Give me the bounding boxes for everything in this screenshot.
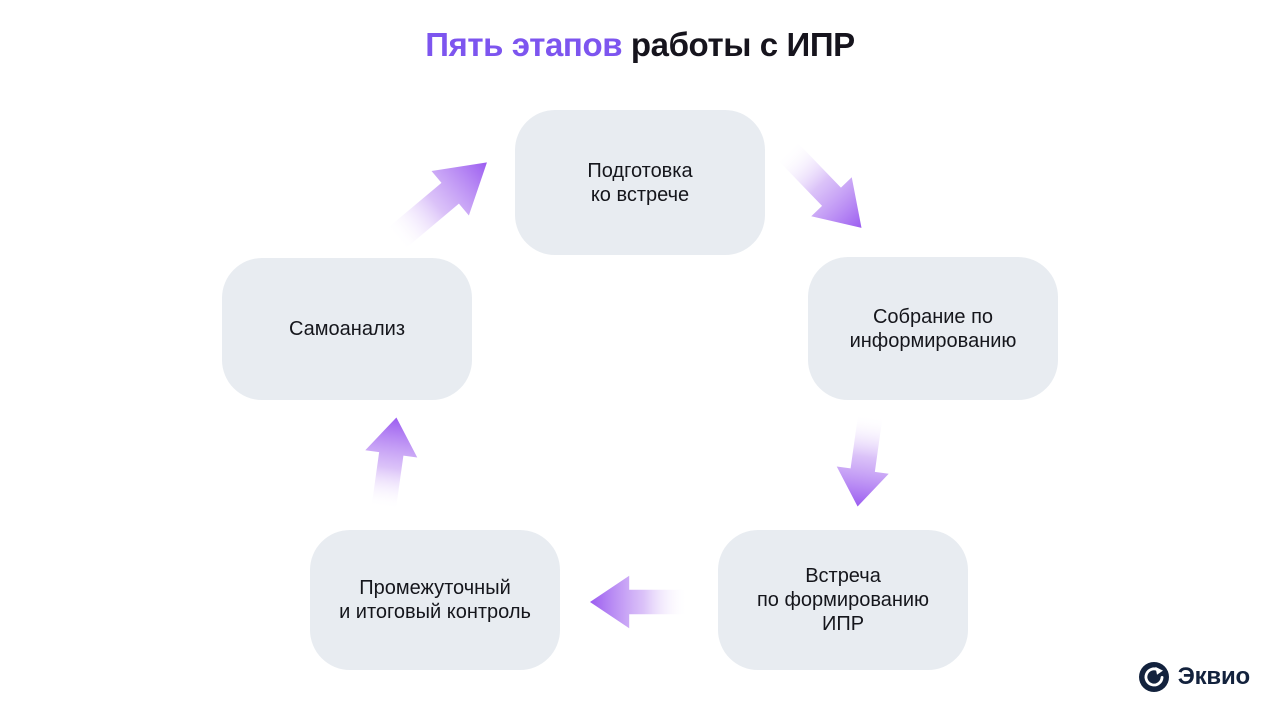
stage-box-briefing-meeting: Собрание по информированию <box>808 257 1058 400</box>
title-rest: работы с ИПР <box>622 26 855 63</box>
arrow-briefing-meeting-to-ipr-formation-meeting <box>836 413 889 507</box>
stage-box-preparation: Подготовка ко встрече <box>515 110 765 255</box>
stage-label-line: по формированию <box>756 589 930 611</box>
page-title: Пять этапов работы с ИПР <box>0 26 1280 64</box>
title-highlight: Пять этапов <box>425 26 623 63</box>
arrow-preparation-to-briefing-meeting <box>777 141 862 228</box>
stage-label-line: Самоанализ <box>289 318 405 340</box>
eqvio-logo-icon <box>1138 662 1169 692</box>
stage-label-line: информированию <box>849 329 1017 352</box>
stage-label-line: Встреча <box>805 565 881 587</box>
stage-label-line: ИПР <box>821 613 865 635</box>
stage-label-line: Промежуточный <box>359 577 511 599</box>
arrow-ipr-formation-meeting-to-interim-final-control <box>590 575 688 629</box>
stage-label-line: ко встрече <box>590 183 690 206</box>
stage-box-interim-final-control: Промежуточный и итоговый контроль <box>310 530 560 670</box>
brand-logo: Эквио <box>1138 662 1250 692</box>
stage-label-line: Подготовка <box>587 159 693 182</box>
arrow-interim-final-control-to-self-analysis <box>365 417 418 511</box>
stage-box-self-analysis: Самоанализ <box>222 258 472 400</box>
stage-label-line: и итоговый контроль <box>339 601 531 623</box>
stage-box-ipr-formation-meeting: Встреча по формированию ИПР <box>718 530 968 670</box>
arrow-self-analysis-to-preparation <box>386 162 487 250</box>
brand-logo-text: Эквио <box>1177 663 1250 690</box>
stage-label-line: Собрание по <box>872 305 994 328</box>
